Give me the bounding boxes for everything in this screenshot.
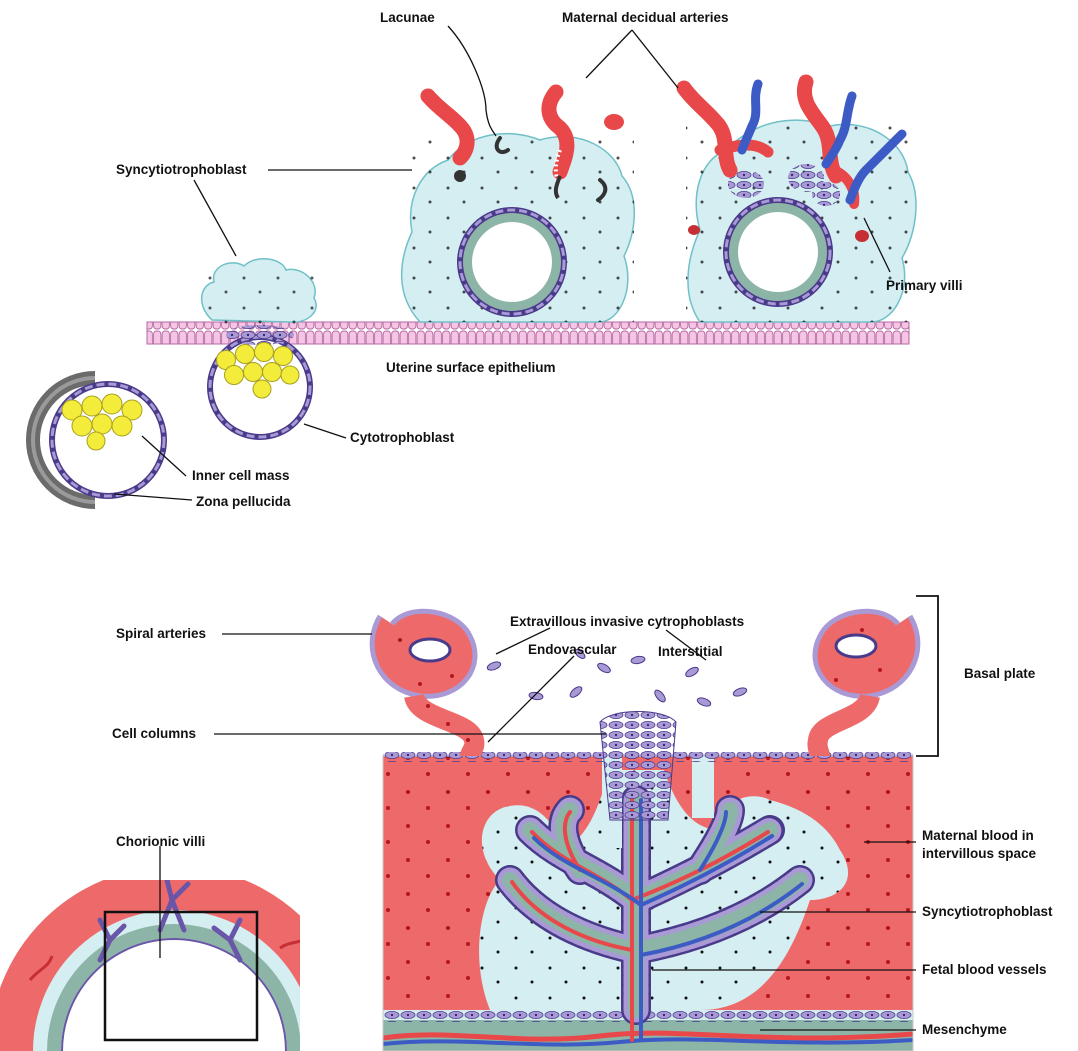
- uterine-arc-overview: [12, 876, 336, 1051]
- label-chorionic-villi: Chorionic villi: [116, 834, 205, 849]
- label-lacunae: Lacunae: [380, 10, 435, 25]
- free-blastocyst: [33, 378, 164, 502]
- basal-plate-bracket: [916, 596, 938, 756]
- label-endovascular: Endovascular: [528, 642, 617, 657]
- attaching-blastocyst: [202, 259, 316, 437]
- implanted-blastocyst-lacunae: [402, 92, 635, 322]
- label-zona-pellucida: Zona pellucida: [196, 494, 291, 509]
- cell-column: [600, 712, 676, 821]
- primary-villi-blastocyst: [684, 82, 918, 322]
- spiral-artery-right: [815, 611, 918, 756]
- label-syncytiotrophoblast-top: Syncytiotrophoblast: [116, 162, 247, 177]
- label-extravillous: Extravillous invasive cytrophoblasts: [510, 614, 744, 629]
- label-maternal-blood-1: Maternal blood in: [922, 828, 1034, 843]
- label-mesenchyme: Mesenchyme: [922, 1022, 1007, 1037]
- label-basal-plate: Basal plate: [964, 666, 1036, 681]
- label-uterine-surface-epithelium: Uterine surface epithelium: [386, 360, 556, 375]
- label-cell-columns: Cell columns: [112, 726, 196, 741]
- label-maternal-blood-2: intervillous space: [922, 846, 1037, 861]
- label-interstitial: Interstitial: [658, 644, 723, 659]
- label-primary-villi: Primary villi: [886, 278, 963, 293]
- label-syncytiotrophoblast-bottom: Syncytiotrophoblast: [922, 904, 1053, 919]
- label-inner-cell-mass: Inner cell mass: [192, 468, 290, 483]
- label-spiral-arteries: Spiral arteries: [116, 626, 206, 641]
- label-cytotrophoblast: Cytotrophoblast: [350, 430, 455, 445]
- label-maternal-decidual-arteries: Maternal decidual arteries: [562, 10, 729, 25]
- label-fetal-blood-vessels: Fetal blood vessels: [922, 962, 1047, 977]
